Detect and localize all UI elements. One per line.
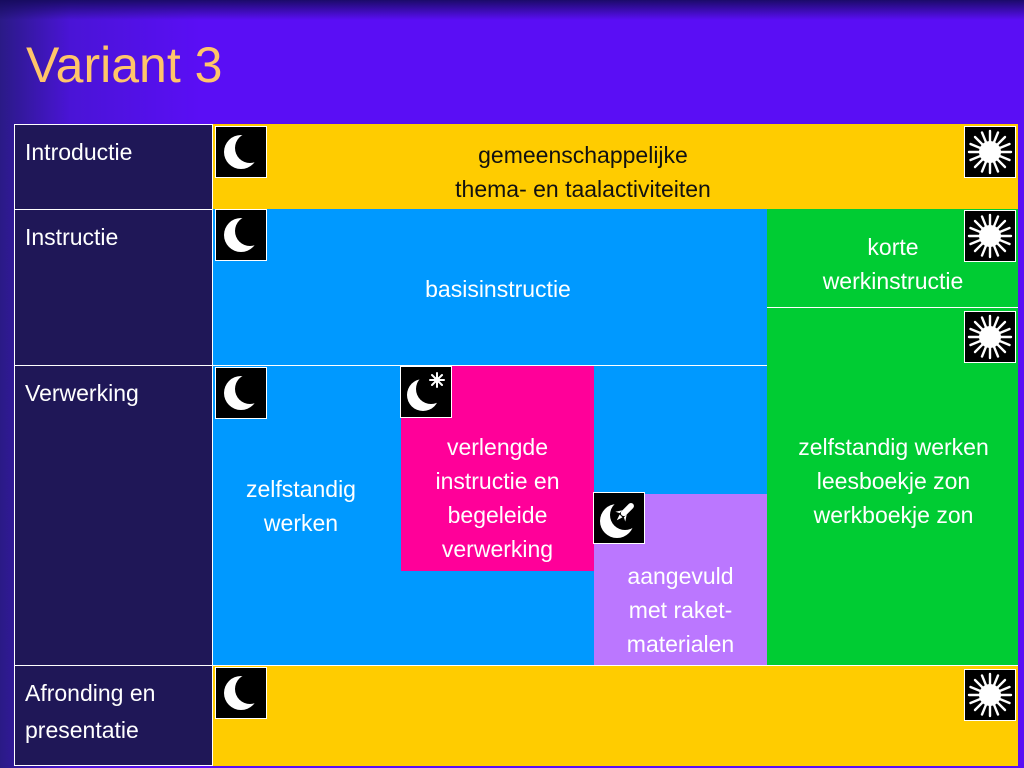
raket-line2: met raket-: [628, 597, 733, 623]
verlengde-line3: begeleide: [447, 502, 548, 528]
verlengde-line1: verlengde: [446, 434, 549, 460]
zelf-maan-line1: zelfstandig: [246, 476, 356, 502]
block-zelfstandig-zon-text: zelfstandig werken leesboekje zon werkbo…: [771, 430, 1016, 532]
row-label-afronding-line1: Afronding en: [25, 680, 156, 706]
moon-icon: [215, 367, 267, 419]
divider-line: [213, 365, 767, 366]
verlengde-line2: instructie en: [435, 468, 560, 494]
zelf-zon-line3: werkboekje zon: [813, 502, 974, 528]
zelf-maan-line2: werken: [263, 510, 339, 536]
zelf-zon-line2: leesboekje zon: [816, 468, 971, 494]
row-label-afronding: Afronding en presentatie: [14, 665, 213, 766]
block-korte-text: korte werkinstructie: [780, 230, 1006, 298]
korte-text-line2: werkinstructie: [822, 268, 964, 294]
sun-icon: [964, 126, 1016, 178]
block-zelfstandig-zon: [767, 308, 1018, 665]
row-label-afronding-line2: presentatie: [25, 717, 139, 743]
row-label-verwerking: Verwerking: [14, 365, 213, 666]
rocket-icon: [593, 492, 645, 544]
moon-icon: [215, 126, 267, 178]
block-introductie: [213, 124, 1018, 209]
top-shade: [0, 0, 1024, 20]
block-basisinstructie: [213, 209, 767, 365]
moon-icon: [215, 209, 267, 261]
verlengde-line4: verwerking: [441, 536, 554, 562]
row-label-instructie: Instructie: [14, 209, 213, 366]
raket-line1: aangevuld: [627, 563, 734, 589]
row-label-introductie: Introductie: [14, 124, 213, 210]
raket-line3: materialen: [626, 631, 735, 657]
divider-line: [213, 665, 1018, 666]
block-verlengde-text: verlengde instructie en begeleide verwer…: [405, 430, 590, 566]
intro-text-line2: thema- en taalactiviteiten: [455, 176, 711, 202]
block-zelfstandig-maan-text: zelfstandig werken: [218, 472, 384, 540]
basisinstructie-text: basisinstructie: [425, 276, 571, 302]
divider-line: [767, 307, 1018, 308]
korte-text-line1: korte: [867, 234, 919, 260]
zelf-zon-line1: zelfstandig werken: [798, 434, 989, 460]
block-basisinstructie-text: basisinstructie: [360, 270, 636, 308]
row-label-verwerking-text: Verwerking: [25, 380, 139, 406]
block-introductie-text: gemeenschappelijke thema- en taalactivit…: [350, 138, 816, 206]
sun-icon: [964, 311, 1016, 363]
moon-icon: [215, 667, 267, 719]
sun-icon: [964, 210, 1016, 262]
block-raket-text: aangevuld met raket- materialen: [598, 559, 763, 661]
row-label-introductie-text: Introductie: [25, 139, 133, 165]
slide-title: Variant 3: [26, 37, 223, 93]
moon-star-icon: [400, 366, 452, 418]
intro-text-line1: gemeenschappelijke: [478, 142, 688, 168]
row-label-instructie-text: Instructie: [25, 224, 119, 250]
sun-icon: [964, 669, 1016, 721]
block-afronding: [213, 666, 1018, 766]
